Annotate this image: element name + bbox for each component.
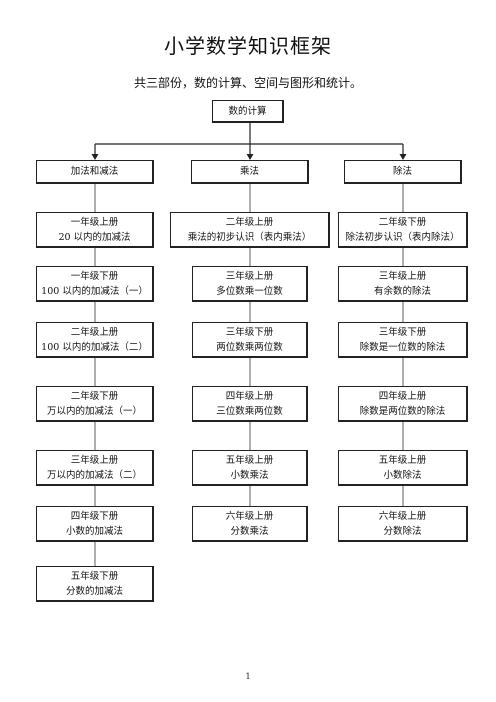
topic-node: 五年级下册分数的加减法 xyxy=(36,566,154,602)
topic-name: 100 以内的加减法（二） xyxy=(41,341,148,353)
branch-node-1: 加法和减法 xyxy=(36,160,154,184)
arrow-head xyxy=(91,154,99,160)
topic-node: 一年级上册 20 以内的加减法 xyxy=(36,212,154,248)
topic-grade: 四年级上册 xyxy=(225,390,274,402)
branch-node-label: 除法 xyxy=(392,166,412,177)
topic-name: 100 以内的加减法（一） xyxy=(41,285,148,297)
topic-name: 三位数乘两位数 xyxy=(216,405,283,417)
topic-name: 多位数乘一位数 xyxy=(216,285,283,297)
topic-node: 五年级上册小数乘法 xyxy=(192,450,308,486)
branch-node-label: 乘法 xyxy=(239,166,259,177)
topic-name: 分数的加减法 xyxy=(65,585,123,597)
topic-grade: 四年级下册 xyxy=(70,510,119,522)
topic-grade: 五年级上册 xyxy=(225,454,274,466)
topic-node: 三年级下册两位数乘两位数 xyxy=(192,322,308,358)
topic-name: 除法初步认识（表内除法） xyxy=(345,231,460,243)
topic-name: 万以内的加减法（二） xyxy=(46,469,142,481)
topic-name: 分数乘法 xyxy=(230,525,269,537)
topic-node: 三年级上册有余数的除法 xyxy=(338,266,468,302)
topic-grade: 三年级下册 xyxy=(225,326,274,338)
topic-grade: 一年级上册 xyxy=(70,216,119,228)
page-title: 小学数学知识框架 xyxy=(164,34,332,58)
topic-node: 四年级下册小数的加减法 xyxy=(36,506,154,542)
topic-grade: 二年级上册 xyxy=(225,216,274,228)
topic-name: 有余数的除法 xyxy=(373,285,431,297)
topic-grade: 三年级上册 xyxy=(378,270,427,282)
topic-grade: 六年级上册 xyxy=(225,510,274,522)
topic-node: 二年级上册乘法的初步认识（表内乘法） xyxy=(170,212,330,248)
branch-node-label: 加法和减法 xyxy=(70,166,119,177)
topic-node: 二年级上册 100 以内的加减法（二） xyxy=(36,322,154,358)
topic-name: 除数是两位数的除法 xyxy=(359,405,446,417)
topic-name: 小数乘法 xyxy=(230,469,269,481)
topic-node: 二年级下册万以内的加减法（一） xyxy=(36,386,154,422)
topic-grade: 二年级上册 xyxy=(70,326,119,338)
topic-node: 三年级上册多位数乘一位数 xyxy=(192,266,308,302)
topic-grade: 三年级上册 xyxy=(225,270,274,282)
topic-name: 20 以内的加减法 xyxy=(58,231,131,243)
topic-grade: 二年级下册 xyxy=(70,390,119,402)
topic-name: 除数是一位数的除法 xyxy=(359,341,446,353)
page-subtitle: 共三部份，数的计算、空间与图形和统计。 xyxy=(133,76,362,90)
topic-node: 二年级下册除法初步认识（表内除法） xyxy=(338,212,468,248)
topic-grade: 三年级下册 xyxy=(378,326,427,338)
branch-node-3: 除法 xyxy=(344,160,462,184)
topic-node: 四年级上册三位数乘两位数 xyxy=(192,386,308,422)
topic-grade: 一年级下册 xyxy=(70,270,119,282)
root-node: 数的计算 xyxy=(212,100,284,123)
topic-node: 三年级下册除数是一位数的除法 xyxy=(338,322,468,358)
topic-grade: 五年级下册 xyxy=(70,570,119,582)
topic-node: 一年级下册 100 以内的加减法（一） xyxy=(36,266,154,302)
topic-name: 万以内的加减法（一） xyxy=(46,405,142,417)
topic-node: 五年级上册小数除法 xyxy=(338,450,468,486)
arrow-head xyxy=(246,154,254,160)
page-number: 1 xyxy=(245,672,251,681)
topic-name: 分数除法 xyxy=(383,525,422,537)
topic-name: 小数的加减法 xyxy=(65,525,123,537)
topic-grade: 二年级下册 xyxy=(378,216,427,228)
root-node-label: 数的计算 xyxy=(228,105,267,117)
topic-node: 四年级上册除数是两位数的除法 xyxy=(338,386,468,422)
topic-grade: 三年级上册 xyxy=(70,454,119,466)
topic-grade: 六年级上册 xyxy=(378,510,427,522)
topic-grade: 四年级上册 xyxy=(378,390,427,402)
topic-name: 两位数乘两位数 xyxy=(216,341,283,353)
topic-node: 六年级上册分数除法 xyxy=(338,506,468,542)
topic-node: 六年级上册分数乘法 xyxy=(192,506,308,542)
topic-name: 小数除法 xyxy=(383,469,422,481)
arrow-head xyxy=(399,154,407,160)
topic-grade: 五年级上册 xyxy=(378,454,427,466)
branch-node-2: 乘法 xyxy=(191,160,309,184)
topic-name: 乘法的初步认识（表内乘法） xyxy=(187,231,312,243)
topic-node: 三年级上册万以内的加减法（二） xyxy=(36,450,154,486)
